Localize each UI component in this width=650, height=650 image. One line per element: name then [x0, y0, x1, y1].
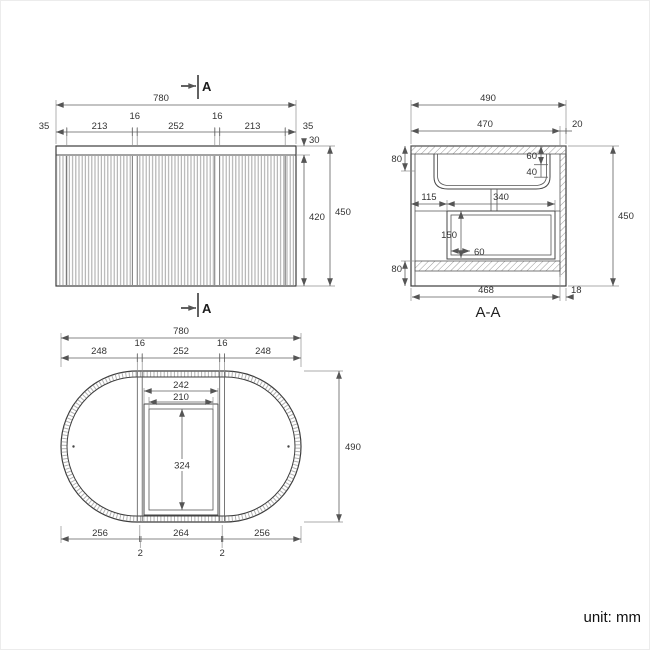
section-dim-bottom-gap: 80 — [391, 264, 402, 275]
section-dim-bottom-width: 468 — [478, 285, 494, 296]
right-end-mark — [287, 445, 290, 448]
front-dim-rim-height: 30 — [309, 135, 320, 146]
section-title: A-A — [475, 304, 500, 321]
basin-inner-line — [437, 154, 547, 186]
countertop-slab — [410, 145, 567, 155]
plan-dim-total-width: 780 — [173, 326, 189, 337]
front-dim-total-width: 780 — [153, 93, 169, 104]
front-dim-16-left: 16 — [130, 111, 141, 122]
plan-view: 780 248 16 252 16 248 242 210 324 490 — [60, 326, 361, 559]
basin-outline — [433, 154, 551, 190]
front-dim-35-right: 35 — [303, 121, 314, 132]
plan-dim-16-right: 16 — [217, 338, 228, 349]
front-cabinet-outline — [55, 145, 297, 287]
section-dim-bottom-back: 18 — [571, 285, 582, 296]
drawer-box — [446, 210, 556, 260]
plan-dim-total-depth: 490 — [345, 442, 361, 453]
section-letter-bottom: A — [202, 301, 212, 316]
plan-rib-ring — [61, 371, 301, 522]
section-dim-back-panel: 20 — [572, 119, 583, 130]
section-dim-drawer-depth: 340 — [493, 192, 509, 203]
front-dim-body-height: 420 — [309, 212, 325, 223]
section-dim-rim: 60 — [526, 151, 537, 162]
section-view: 490 470 20 80 80 60 40 115 340 150 60 — [391, 93, 633, 321]
drawer-inner — [450, 214, 552, 256]
front-dim-total-height: 450 — [335, 207, 351, 218]
front-dim-16-right: 16 — [212, 111, 223, 122]
section-dim-counter: 40 — [526, 167, 537, 178]
plan-dim-gap-right: 2 — [219, 548, 224, 559]
section-letter-top: A — [202, 79, 212, 94]
section-dim-total-depth: 490 — [480, 93, 496, 104]
plan-dim-opening-outer: 242 — [173, 380, 189, 391]
plan-dim-256-right: 256 — [254, 528, 270, 539]
plan-dim-gap-left: 2 — [138, 548, 143, 559]
section-dim-top-gap: 80 — [391, 154, 402, 165]
front-dim-213-left: 213 — [92, 121, 108, 132]
section-dim-inner-depth: 470 — [477, 119, 493, 130]
front-dim-213-right: 213 — [245, 121, 261, 132]
left-end-mark — [72, 445, 75, 448]
plan-dim-16-left: 16 — [135, 338, 146, 349]
plan-dim-248-right: 248 — [255, 346, 271, 357]
section-dim-rail: 60 — [474, 247, 485, 258]
plan-dim-opening-depth: 324 — [174, 461, 190, 472]
section-dim-drawer-offset: 115 — [421, 192, 436, 203]
plan-dim-264: 264 — [173, 528, 189, 539]
section-dim-total-height: 450 — [618, 211, 634, 222]
plan-dim-252: 252 — [173, 346, 189, 357]
section-marker-bottom: A — [181, 293, 212, 317]
bottom-rail — [414, 260, 561, 272]
fluted-front-texture — [57, 156, 295, 285]
front-dim-35-left: 35 — [39, 121, 50, 132]
section-dim-drawer-height: 150 — [441, 230, 457, 241]
section-marker-top: A — [181, 75, 212, 99]
plan-dim-256-left: 256 — [92, 528, 108, 539]
unit-note: unit: mm — [583, 609, 641, 626]
front-elevation-view: A A 780 35 213 16 252 16 213 35 — [39, 75, 351, 317]
plan-dim-248-left: 248 — [91, 346, 107, 357]
plan-dim-opening-inner: 210 — [173, 392, 189, 403]
back-panel — [560, 154, 566, 275]
front-dim-252: 252 — [168, 121, 184, 132]
